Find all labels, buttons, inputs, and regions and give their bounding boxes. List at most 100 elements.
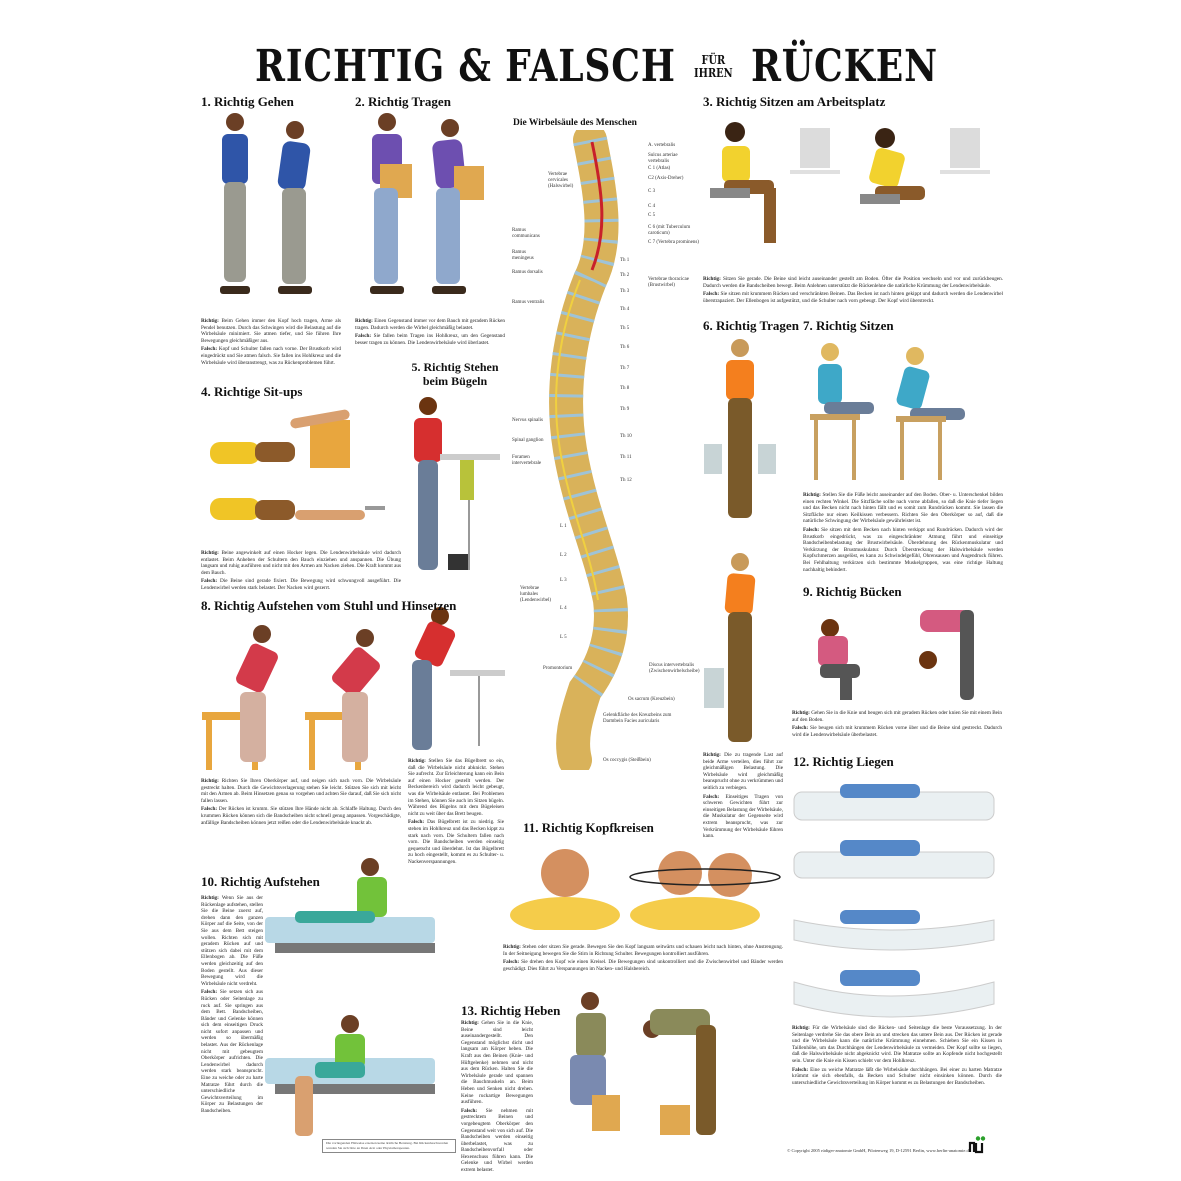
falsch-text: Das Bügelbrett ist zu niedrig. Sie stehe… <box>408 819 505 865</box>
falsch-label: Falsch: <box>408 819 425 826</box>
bed-getting-up-wrong-illustration <box>265 1015 435 1136</box>
vertebra-label: Th 4 <box>620 307 630 312</box>
vertebra-label: Th 8 <box>620 386 630 391</box>
falsch-text: Sie drehen den Kopf wie einen Kreisel. D… <box>503 959 783 972</box>
falsch-label: Falsch: <box>703 291 720 298</box>
falsch-label: Falsch: <box>503 959 520 966</box>
richtig-label: Richtig: <box>201 778 219 784</box>
vertebra-label: L 2 <box>560 553 567 558</box>
vertebra-label: Th 5 <box>620 326 630 331</box>
richtig-label: Richtig: <box>355 318 373 324</box>
vertebra-label: L 3 <box>560 578 567 583</box>
vertebra-label: Th 11 <box>620 455 632 460</box>
section-1-heading: 1. Richtig Gehen <box>201 94 294 109</box>
richtig-text: Richten Sie Ihren Oberkörper auf, und ne… <box>201 778 402 804</box>
head-circling-illustration <box>510 849 781 930</box>
section-11-text: Richtig: Stehen oder sitzen Sie gerade. … <box>503 944 783 974</box>
spine-label: Ramus meningeus <box>512 250 534 261</box>
vertebra-label: Th 6 <box>620 345 630 350</box>
section-6-text: Richtig: Die zu tragende Last auf beide … <box>703 752 783 842</box>
spine-label: C 5 <box>648 213 656 218</box>
falsch-label: Falsch: <box>201 346 218 353</box>
falsch-label: Falsch: <box>792 1066 809 1073</box>
vertebra-label: Th 3 <box>620 289 630 294</box>
spine-label: C 7 (Vertebra prominens) <box>648 240 699 245</box>
richtig-text: Stehen oder sitzen Sie gerade. Bewegen S… <box>503 944 784 957</box>
falsch-label: Falsch: <box>703 793 720 800</box>
section-7-text: Richtig: Stellen Sie die Füße leicht aus… <box>803 492 1003 575</box>
richtig-label: Richtig: <box>503 944 521 950</box>
section-6-heading: 6. Richtig Tragen <box>703 318 799 333</box>
sitting-chair-illustration <box>810 343 965 480</box>
richtig-text: Stellen Sie die Füße leicht auseinander … <box>803 492 1003 525</box>
richtig-label: Richtig: <box>803 492 821 498</box>
section-1-text: Richtig: Beim Gehen immer den Kopf hoch … <box>201 318 341 368</box>
richtig-label: Richtig: <box>201 895 219 901</box>
richtig-text: Stellen Sie das Bügelbrett so ein, daß d… <box>408 758 504 817</box>
richtig-label: Richtig: <box>201 550 219 556</box>
spine-label: A. vertebralis <box>648 143 676 148</box>
spine-label: Sulcus arteriae vertebralis <box>648 153 678 164</box>
carrying-box-illustration <box>370 113 484 294</box>
spine-label: C 3 <box>648 189 656 194</box>
section-4-heading: 4. Richtige Sit-ups <box>201 384 303 399</box>
richtig-text: Sitzen Sie gerade. Die Beine sind leicht… <box>703 276 1003 289</box>
section-10-text: Richtig: Wenn Sie aus der Rückenlage auf… <box>201 895 263 1117</box>
spine-label: Os coccygis (Steißbein) <box>603 758 651 763</box>
spine-label: C2 (Axis-Dreher) <box>648 176 684 181</box>
section-7-heading: 7. Richtig Sitzen <box>803 318 894 333</box>
richtig-text: Wenn Sie aus der Rückenlage aufstehen, s… <box>201 895 264 987</box>
falsch-label: Falsch: <box>803 526 820 533</box>
falsch-text: Kopf und Schulter fallen nach vorne. Der… <box>201 346 342 366</box>
falsch-text: Sie nehmen mit gestrecktem Beinen und vo… <box>461 1107 534 1174</box>
section-4-text: Richtig: Beine angewinkelt auf einen Hoc… <box>201 550 401 594</box>
falsch-text: Sie sitzen mit krummem Rücken und versch… <box>703 291 1003 304</box>
section-13-heading: 13. Richtig Heben <box>461 1003 561 1018</box>
section-11-heading: 11. Richtig Kopfkreisen <box>523 820 654 835</box>
section-9-heading: 9. Richtig Bücken <box>803 584 902 599</box>
ironing-upright-illustration <box>414 397 500 570</box>
spine-group-label: Vertebrae cervicales (Halswirbel) <box>548 172 574 189</box>
spine-label: C 4 <box>648 204 656 209</box>
section-2-heading: 2. Richtig Tragen <box>355 94 451 109</box>
falsch-label: Falsch: <box>201 989 218 996</box>
falsch-text: Sie sitzen mit dem Becken nach hinten ve… <box>803 526 1004 573</box>
richtig-text: Für die Wirbelsäule sind die Rücken- und… <box>792 1025 1002 1064</box>
section-10-heading: 10. Richtig Aufstehen <box>201 874 320 889</box>
richtig-label: Richtig: <box>461 1020 479 1026</box>
spine-label: Os sacrum (Kreuzbein) <box>628 697 675 702</box>
richtig-text: Beim Gehen immer den Kopf hoch tragen, A… <box>201 318 341 344</box>
situps-illustration <box>210 409 385 520</box>
falsch-text: Einseitiges Tragen von schweren Gewichte… <box>703 793 783 840</box>
section-9-text: Richtig: Gehen Sie in die Knie und beuge… <box>792 710 1002 740</box>
section-3-heading: 3. Richtig Sitzen am Arbeitsplatz <box>703 94 886 109</box>
vertebra-label: Th 12 <box>620 478 632 483</box>
copyright-text: © Copyright 2005 rüdiger-anatomie GmbH, … <box>787 1148 971 1153</box>
bed-getting-up-correct-illustration <box>265 858 435 953</box>
office-sitting-illustration <box>710 122 990 243</box>
falsch-text: Der Rücken ist krumm. Sie stützen Ihre H… <box>201 806 401 826</box>
spine-label: Promontorium <box>543 666 573 671</box>
richtig-text: Gehen Sie in die Knie und beugen sich mi… <box>792 710 1003 723</box>
vertebra-label: Th 7 <box>620 366 630 371</box>
standing-up-chair-illustration <box>202 625 380 770</box>
falsch-label: Falsch: <box>461 1107 478 1114</box>
spine-label: Gelenkfläche des Kreuzbeins zum Darmbein… <box>603 713 672 724</box>
title-right: RÜCKEN <box>750 41 938 92</box>
section-8-text: Richtig: Richten Sie Ihren Oberkörper au… <box>201 778 401 828</box>
richtig-label: Richtig: <box>703 276 721 282</box>
falsch-text: Sie setzen sich aus Rücken oder Seitenla… <box>201 989 263 1114</box>
richtig-text: Gehen Sie in die Knie, Beine sind leicht… <box>461 1020 534 1106</box>
vertebra-label: L 5 <box>560 635 567 640</box>
richtig-label: Richtig: <box>703 752 721 758</box>
section-2-text: Richtig: Einen Gegenstand immer vor dem … <box>355 318 505 348</box>
section-5-heading: 5. Richtig Stehen beim Bügeln <box>411 360 499 388</box>
spine-label: Discus intervertebralis (Zwischenwirbels… <box>649 663 700 674</box>
falsch-label: Falsch: <box>201 806 218 813</box>
vertebra-label: Th 9 <box>620 407 630 412</box>
falsch-label: Falsch: <box>201 578 218 585</box>
spine-heading: Die Wirbelsäule des Menschen <box>513 118 637 128</box>
falsch-text: Sie beugen sich mit krummem Rücken vorne… <box>792 725 1002 738</box>
